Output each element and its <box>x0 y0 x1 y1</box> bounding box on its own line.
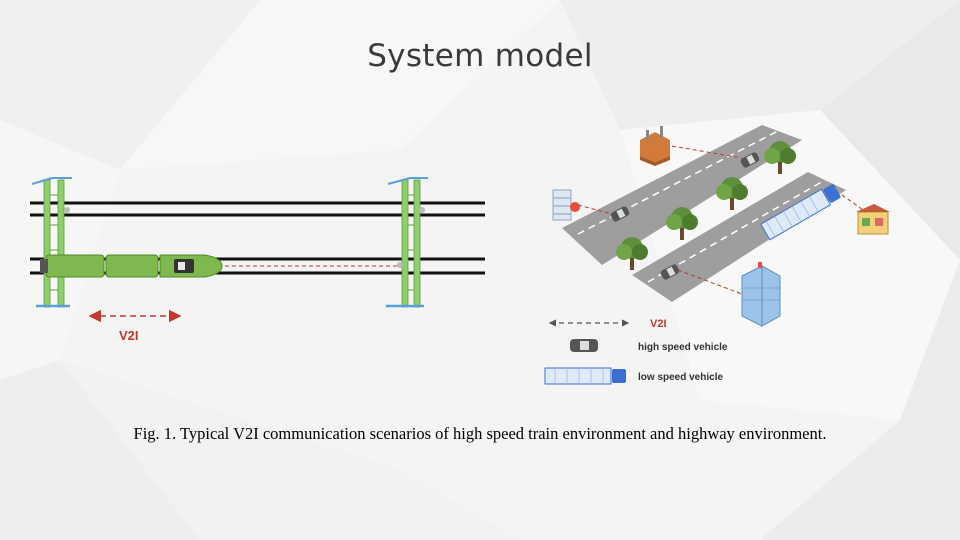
legend-car-icon <box>570 339 598 352</box>
tree-icons <box>616 141 796 270</box>
factory-building-icon <box>640 126 670 166</box>
high-speed-train <box>40 254 223 278</box>
figure-caption: Fig. 1. Typical V2I communication scenar… <box>133 424 827 443</box>
road-upper <box>562 125 802 265</box>
train-v2i-label: V2I <box>119 328 139 343</box>
highway-car-3 <box>660 264 680 280</box>
highway-car-1 <box>740 152 760 168</box>
road-lower <box>632 172 846 302</box>
highway-car-2 <box>610 206 630 222</box>
slide-title: System model <box>367 38 593 74</box>
legend-low-speed-label: low speed vehicle <box>638 372 723 383</box>
highway-v2i-label: V2I <box>650 318 667 330</box>
legend-truck-icon <box>544 367 626 385</box>
trackside-mast-left <box>31 177 72 308</box>
highway-v2i-links <box>577 145 867 295</box>
office-building-icon <box>552 189 580 221</box>
highway-truck <box>760 184 841 241</box>
tower-building-icon <box>741 262 781 327</box>
train-scene: V2I <box>30 177 485 343</box>
highway-scene: V2I high speed vehicle low speed vehicle <box>544 125 890 385</box>
legend-high-speed-label: high speed vehicle <box>638 342 728 353</box>
shop-building-icon <box>856 204 890 235</box>
trackside-mast-right <box>386 177 428 308</box>
highway-legend: V2I high speed vehicle low speed vehicle <box>544 318 728 385</box>
